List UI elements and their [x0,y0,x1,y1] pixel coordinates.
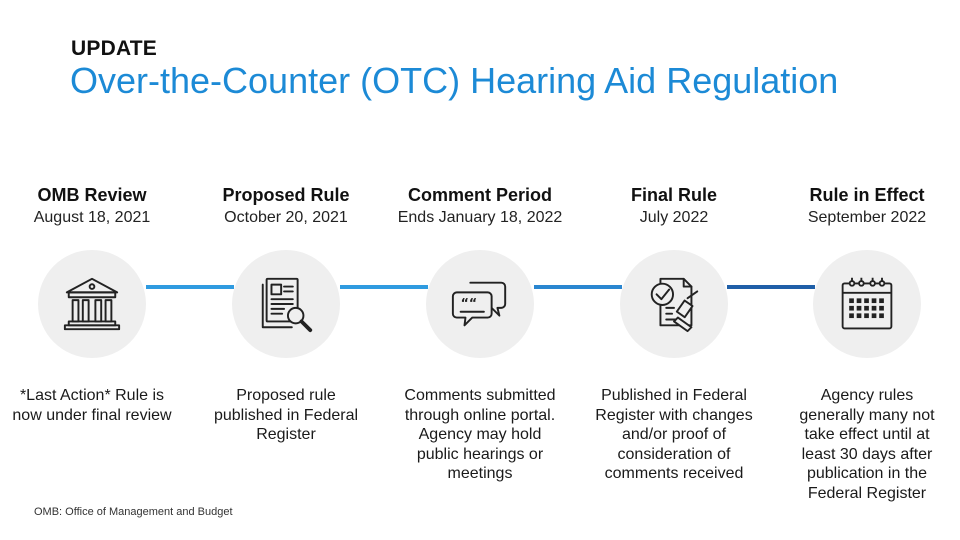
step-description: Proposed rule published in Federal Regis… [213,387,359,443]
step-icon-circle: ““ [426,250,534,358]
connector-4 [727,285,815,289]
step-icon-circle [232,250,340,358]
timeline-step-final-rule: Final Rule July 2022 Published in Federa… [582,184,766,484]
page-title: Over-the-Counter (OTC) Hearing Aid Regul… [70,60,839,101]
step-title: OMB Review [37,185,147,205]
connector-3 [534,285,622,289]
step-description: *Last Action* Rule is now under final re… [12,387,172,424]
step-description: Published in Federal Register with chang… [595,387,753,482]
calendar-icon [841,277,893,330]
step-date: August 18, 2021 [33,209,151,226]
document-magnifier-icon [261,277,313,333]
svg-text:““: ““ [461,295,478,310]
timeline-step-rule-in-effect: Rule in Effect September 2022 [775,184,959,503]
step-date: July 2022 [639,209,709,226]
step-title: Final Rule [630,185,717,205]
step-title: Proposed Rule [222,185,350,205]
step-description: Agency rules generally many not take eff… [799,387,935,502]
connector-1 [146,285,234,289]
step-date: September 2022 [807,209,927,226]
step-icon-circle [38,250,146,358]
footnote: OMB: Office of Management and Budget [34,506,233,518]
step-title: Rule in Effect [809,185,925,205]
timeline-step-proposed-rule: Proposed Rule October 20, 2021 Proposed … [194,184,378,445]
step-date: October 20, 2021 [224,209,348,226]
timeline-step-omb-review: OMB Review August 18, 2021 *Last Action*… [0,184,184,425]
step-title: Comment Period [407,185,553,205]
step-icon-circle [813,250,921,358]
government-building-icon [63,277,121,331]
step-date: Ends January 18, 2022 [397,209,563,226]
stamped-document-icon [650,277,699,333]
step-description: Comments submitted through online portal… [404,387,556,482]
connector-2 [340,285,428,289]
timeline-step-comment-period: Comment Period Ends January 18, 2022 ““ … [388,184,572,484]
update-label: UPDATE [71,37,157,60]
speech-bubbles-icon: ““ [451,281,507,327]
step-icon-circle [620,250,728,358]
